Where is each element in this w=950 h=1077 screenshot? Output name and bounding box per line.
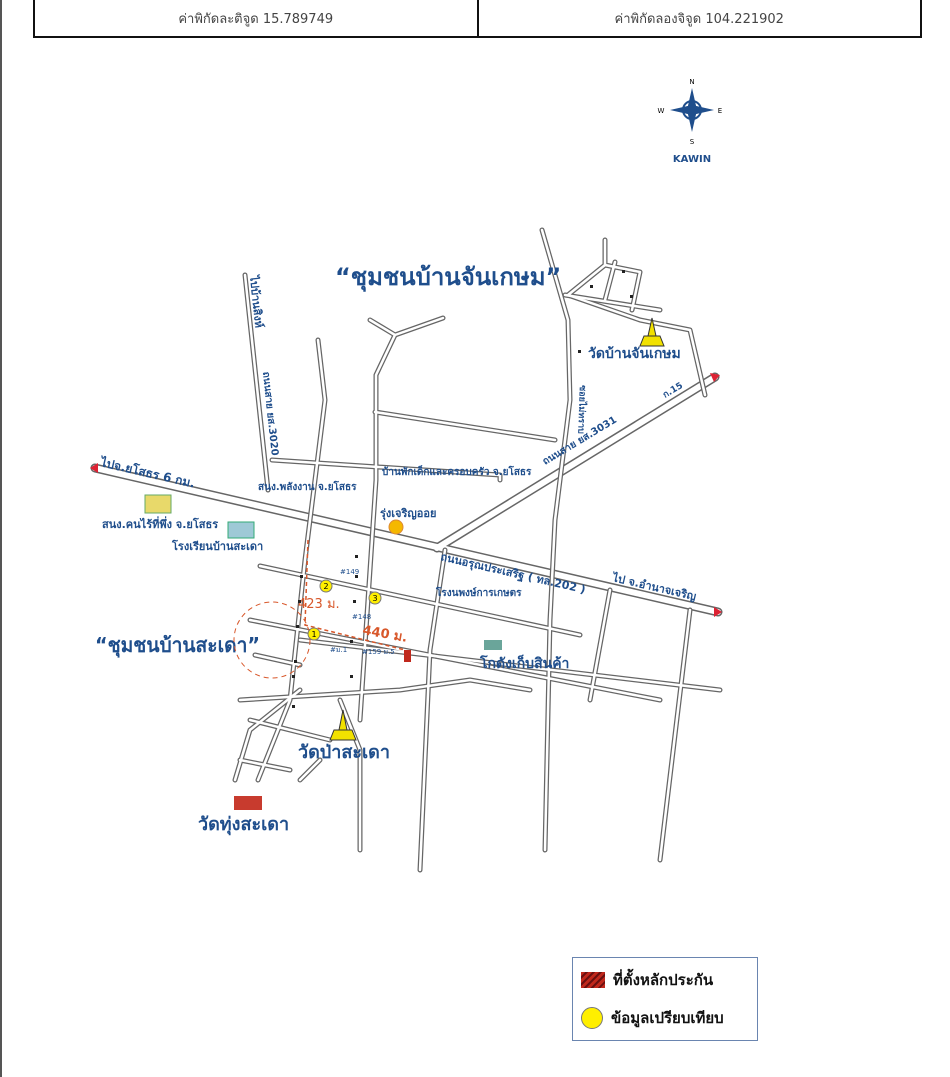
community-south-label: “ชุมชนบ้านสะเดา” [95,633,260,658]
temple-icon [639,317,665,347]
arrow-west-icon [90,463,98,473]
temple-building-icon [234,796,262,810]
svg-text:E: E [718,107,722,115]
wat-chankasem-label: วัดบ้านจันเกษม [588,346,681,362]
distance-lines [304,539,406,651]
wat-pa-sadao-label: วัดป่าสะเดา [298,742,390,763]
map-legend: ที่ตั้งหลักประกัน ข้อมูลเปรียบเทียบ [572,957,758,1041]
rice-mill-label: โรงนพงษ์การเกษตร [435,586,522,599]
temple-icon [329,709,357,741]
arrow-east-icon [714,607,722,617]
svg-text:W: W [658,107,665,115]
shell-icon [388,519,404,535]
latitude-cell: ค่าพิกัดละติจูด 15.789749 [178,11,334,27]
to-ban-sing-label: ไปบ้านสิงห์ [247,273,267,329]
svg-text:N: N [689,78,694,86]
comparable-3: 3 [368,591,382,605]
svg-text:3: 3 [372,594,377,603]
house-148-label: #148 [352,613,371,621]
homeless-office-label: สนง.คนไร้ที่พึ่ง จ.ยโสธร [102,516,218,531]
child-family-label: บ้านพักเด็กและครอบครัว จ.ยโสธร [382,464,532,478]
comparable-2: 2 [319,579,333,593]
gas-station-label: รุ่งเจริญออย [380,507,436,521]
svg-text:2: 2 [323,582,328,591]
building-icon [144,494,172,514]
legend-comparable-label: ข้อมูลเปรียบเทียบ [611,1009,724,1027]
community-north-label: “ชุมชนบ้านจันเกษม” [335,263,561,293]
svg-text:KAWIN: KAWIN [673,154,711,165]
energy-office-label: สนง.พลังงาน จ.ยโสธร [258,480,357,493]
comparable-1: 1 [307,627,321,641]
hatch-swatch-icon [581,972,605,988]
coordinate-table: ค่าพิกัดละติจูด 15.789749 ค่าพิกัดลองจิจ… [33,0,922,38]
legend-property-label: ที่ตั้งหลักประกัน [613,971,714,989]
school-icon [227,521,255,539]
legend-item-comparable: ข้อมูลเปรียบเทียบ [581,1006,724,1030]
compass: N S E W KAWIN [658,78,723,165]
longitude-cell: ค่าพิกัดลองจิจูด 104.221902 [476,0,921,36]
property-marker [404,650,411,662]
house-149-label: #149 [340,568,359,576]
compass-icon [670,88,714,132]
svg-text:S: S [690,138,695,146]
house-159-label: #159 ม.5 [362,648,395,656]
arrow-northeast-icon [710,373,720,382]
warehouse-label: โกดังเก็บสินค้า [479,654,569,672]
wat-thung-sadao-label: วัดทุ่งสะเดา [198,814,289,836]
warehouse-icon [484,640,502,650]
roads [90,227,723,873]
school-label: โรงเรียนบ้านสะเดา [171,539,263,553]
soi-label: ซอยไม่ทราบ [575,385,589,434]
page-border [0,0,2,1077]
distance-423-label: 423 ม. [298,597,340,612]
yellow-dot-icon [581,1007,603,1029]
svg-text:1: 1 [311,630,316,639]
legend-item-property: ที่ตั้งหลักประกัน [581,968,713,992]
area-circle [233,601,311,679]
house-label: #ม.1 [330,646,347,654]
house-dots [292,270,633,708]
